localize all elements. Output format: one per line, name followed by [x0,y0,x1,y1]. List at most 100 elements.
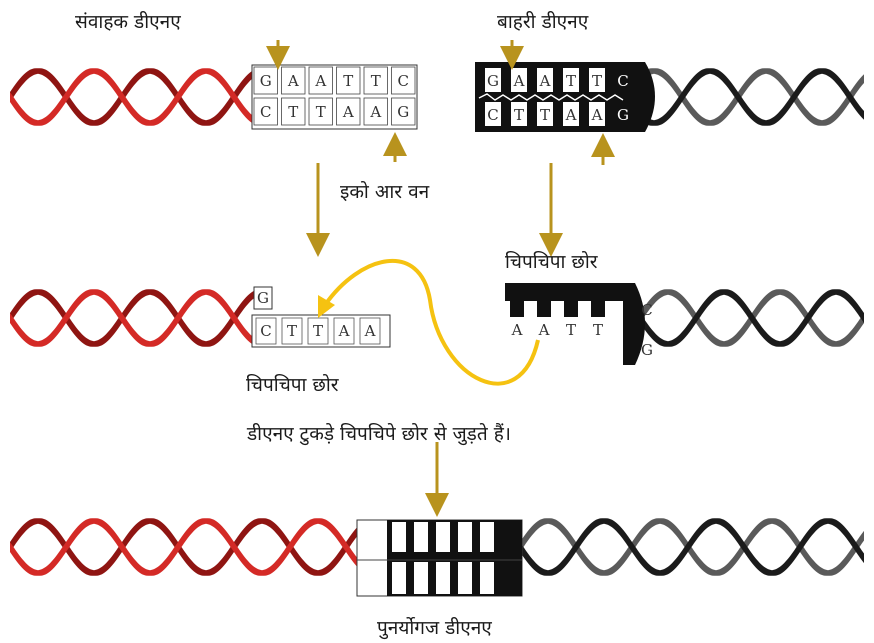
recombinant-top-cell [414,522,428,552]
vector-top-base: T [371,72,381,90]
foreign-bottom-cell [485,102,501,126]
foreign-cut-bottom-base: G [641,341,653,359]
vector-cut-bottom-base: A [364,322,376,340]
recombinant-bottom-cell [458,562,472,594]
foreign-bottom-cell [589,102,605,126]
foreign-overhang-tooth [510,299,524,317]
foreign-top-base: C [617,72,628,90]
foreign-bottom-cell [563,102,579,126]
vector-top-base: C [398,72,409,90]
foreign-bottom-base: T [540,106,550,124]
vector-bottom-cell [253,97,278,126]
foreign-helix-row3 [520,518,864,576]
foreign-overhang-tooth [591,299,605,317]
vector-dna-label: संवाहक डीएनए [75,11,181,33]
foreign-top-cell [589,68,605,92]
joining-note: डीएनए टुकड़े चिपचिपे छोर से जुड़ते हैं। [247,423,512,445]
foreign-dna-label: बाहरी डीएनए [497,11,589,33]
recombinant-top-cell [480,522,494,552]
foreign-helix-row1 [626,68,864,126]
vector-bottom-cell [308,97,333,126]
vector-bottom-base: C [260,103,271,121]
foreign-top-base: T [592,72,602,90]
vector-bottom-base: T [316,103,326,121]
vector-cut-bottom-cell [281,317,303,345]
foreign-overhang-base: T [566,321,576,339]
vector-cut-bottom-cell [333,317,355,345]
vector-bottom-cell [281,97,306,126]
foreign-top-cell [537,68,553,92]
enzyme-label: इको आर वन [340,181,430,203]
vector-top-cell [308,66,333,95]
foreign-top-cell [563,68,579,92]
vector-helix-row3-front-strand [10,518,360,576]
vector-bottom-cell [363,97,388,126]
vector-helix-row2-front-strand [10,289,256,347]
recombinant-dna-label: पुनर्योगज डीएनए [377,617,492,639]
foreign-top-cell [485,68,501,92]
foreign-helix-row2-front-strand [640,289,864,347]
vector-bottom-base: A [342,103,354,121]
foreign-bottom-cell [537,102,553,126]
vector-bottom-base: A [369,103,381,121]
vector-top-cell [336,66,361,95]
recombinant-top-cell [392,522,406,552]
recombinant-top-cell [436,522,450,552]
vector-top-base: A [287,72,299,90]
foreign-top-base: A [513,72,525,90]
vector-cut-bottom-cell [359,317,381,345]
sticky-end-label-right: चिपचिपा छोर [505,251,598,273]
vector-top-cell [391,66,416,95]
vector-top-cell [281,66,306,95]
vector-cut-bottom-base: T [313,322,323,340]
vector-helix-row1-front-strand [10,68,256,126]
foreign-bottom-base: A [591,106,603,124]
recombinant-bottom-cell [414,562,428,594]
foreign-bottom-cell [511,102,527,126]
foreign-bottom-base: T [514,106,524,124]
foreign-overhang-base: A [538,321,550,339]
joining-curve-arrowhead [318,295,335,318]
foreign-bottom-base: A [565,106,577,124]
foreign-bottom-base: G [617,106,629,124]
recombinant-bottom-cell [392,562,406,594]
foreign-helix-row3-back-strand [520,518,864,576]
foreign-overhang-tooth [564,299,578,317]
vector-cut-top-cell [253,286,273,310]
foreign-top-base: A [539,72,551,90]
cut-zigzag-line [478,93,624,101]
joining-curve-arrow [323,259,540,386]
vector-cut-bottom-base: A [338,322,350,340]
foreign-helix-row1-back-strand [626,68,864,126]
foreign-overhang-base: A [511,321,523,339]
foreign-overhang-tooth [537,299,551,317]
foreign-overhang-base: T [593,321,603,339]
foreign-bottom-base: C [487,106,498,124]
sticky-end-label-left: चिपचिपा छोर [246,374,339,396]
recombinant-bottom-cell [480,562,494,594]
foreign-top-base: G [487,72,499,90]
vector-helix-row2 [10,289,256,347]
foreign-top-cell [511,68,527,92]
vector-bottom-cell [336,97,361,126]
vector-helix-row3 [10,518,360,576]
vector-top-cell [363,66,388,95]
recombinant-foreign-part [387,520,522,596]
recombinant-bottom-cell [436,562,450,594]
vector-bottom-base: T [288,103,298,121]
vector-bottom-base: G [397,103,409,121]
vector-top-base: G [260,72,272,90]
foreign-top-base: T [566,72,576,90]
vector-cut-bottom-cell [255,317,277,345]
vector-helix-row1-back-strand [10,68,256,126]
vector-cut-bottom-base: T [287,322,297,340]
vector-cut-top-base: G [257,289,269,307]
foreign-helix-row3-front-strand [520,518,864,576]
vector-helix-row2-back-strand [10,289,256,347]
vector-site-box [251,64,418,130]
foreign-helix-row1-front-strand [626,68,864,126]
recombinant-top-cell [458,522,472,552]
vector-bottom-cell [391,97,416,126]
vector-helix-row1 [10,68,256,126]
